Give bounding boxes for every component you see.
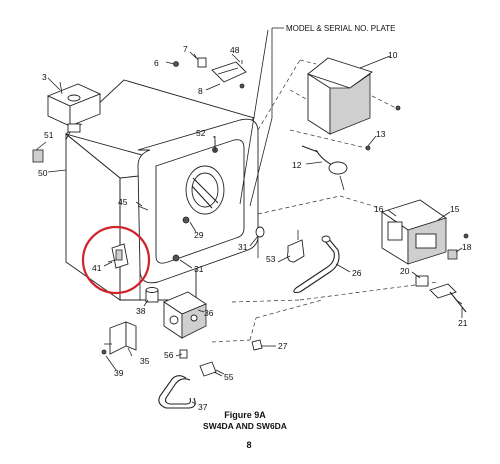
- page-number: 8: [246, 440, 251, 450]
- part-8-bracket: [211, 60, 247, 89]
- callout-26: 26: [352, 268, 362, 278]
- callout-27: 27: [278, 341, 288, 351]
- callout-21: 21: [458, 318, 468, 328]
- callout-36: 36: [204, 308, 214, 318]
- callout-41: 41: [92, 263, 102, 273]
- part-6: [173, 61, 179, 67]
- part-10-cover: [289, 57, 401, 135]
- callout-13: 13: [376, 129, 386, 139]
- figure-title: Figure 9A: [224, 410, 266, 420]
- callout-18: 18: [462, 242, 472, 252]
- callout-7: 7: [183, 44, 188, 54]
- part-26-gas-tube: [293, 235, 340, 294]
- callout-10: 10: [388, 50, 398, 60]
- part-35-bracket: [101, 321, 137, 355]
- callout-numbers: 3 51 50 6 7 48 8 10 52 13 12 45 29 16 15…: [38, 44, 472, 412]
- part-12-pilot: [301, 145, 348, 191]
- part-38: [145, 287, 159, 303]
- front-frame: [137, 118, 259, 300]
- figure-subtitle: SW4DA AND SW6DA: [203, 421, 287, 431]
- part-53-bracket: [287, 230, 305, 263]
- part-18: [447, 249, 458, 260]
- guide-lines: [211, 59, 439, 343]
- callout-15: 15: [450, 204, 460, 214]
- part-15-16-control-board: [380, 199, 469, 265]
- callout-3: 3: [42, 72, 47, 82]
- callout-20: 20: [400, 266, 410, 276]
- callout-16: 16: [374, 204, 384, 214]
- callout-31-left: 31: [194, 264, 204, 274]
- part-36-gas-valve: [163, 291, 207, 339]
- part-7: [193, 53, 207, 68]
- callout-35: 35: [140, 356, 150, 366]
- callout-37: 37: [198, 402, 208, 412]
- part-51: [32, 149, 44, 163]
- part-45: [137, 205, 149, 211]
- callout-55: 55: [224, 372, 234, 382]
- callout-31-right: 31: [238, 242, 248, 252]
- part-20-21-igniter: [415, 275, 467, 313]
- callout-45: 45: [118, 197, 128, 207]
- plate-label: MODEL & SERIAL NO. PLATE: [286, 24, 396, 33]
- callout-51: 51: [44, 130, 54, 140]
- callout-39: 39: [114, 368, 124, 378]
- callout-12: 12: [292, 160, 302, 170]
- part-31-right: [255, 226, 265, 238]
- callout-52: 52: [196, 128, 206, 138]
- part-56-fitting: [179, 349, 188, 359]
- callout-38: 38: [136, 306, 146, 316]
- callout-6: 6: [154, 58, 159, 68]
- callout-50: 50: [38, 168, 48, 178]
- part-27: [251, 339, 263, 351]
- callout-56: 56: [164, 350, 174, 360]
- part-41-thermostat: [107, 243, 129, 269]
- callout-8: 8: [198, 86, 203, 96]
- part-55-fitting: [199, 361, 225, 377]
- callout-53: 53: [266, 254, 276, 264]
- plate-leader: [239, 27, 284, 207]
- highlight-circle: [81, 225, 151, 295]
- part-37-tube: [158, 375, 196, 409]
- leader-lines: [35, 51, 463, 405]
- callout-29: 29: [194, 230, 204, 240]
- callout-48: 48: [230, 45, 240, 55]
- control-box: [46, 81, 102, 133]
